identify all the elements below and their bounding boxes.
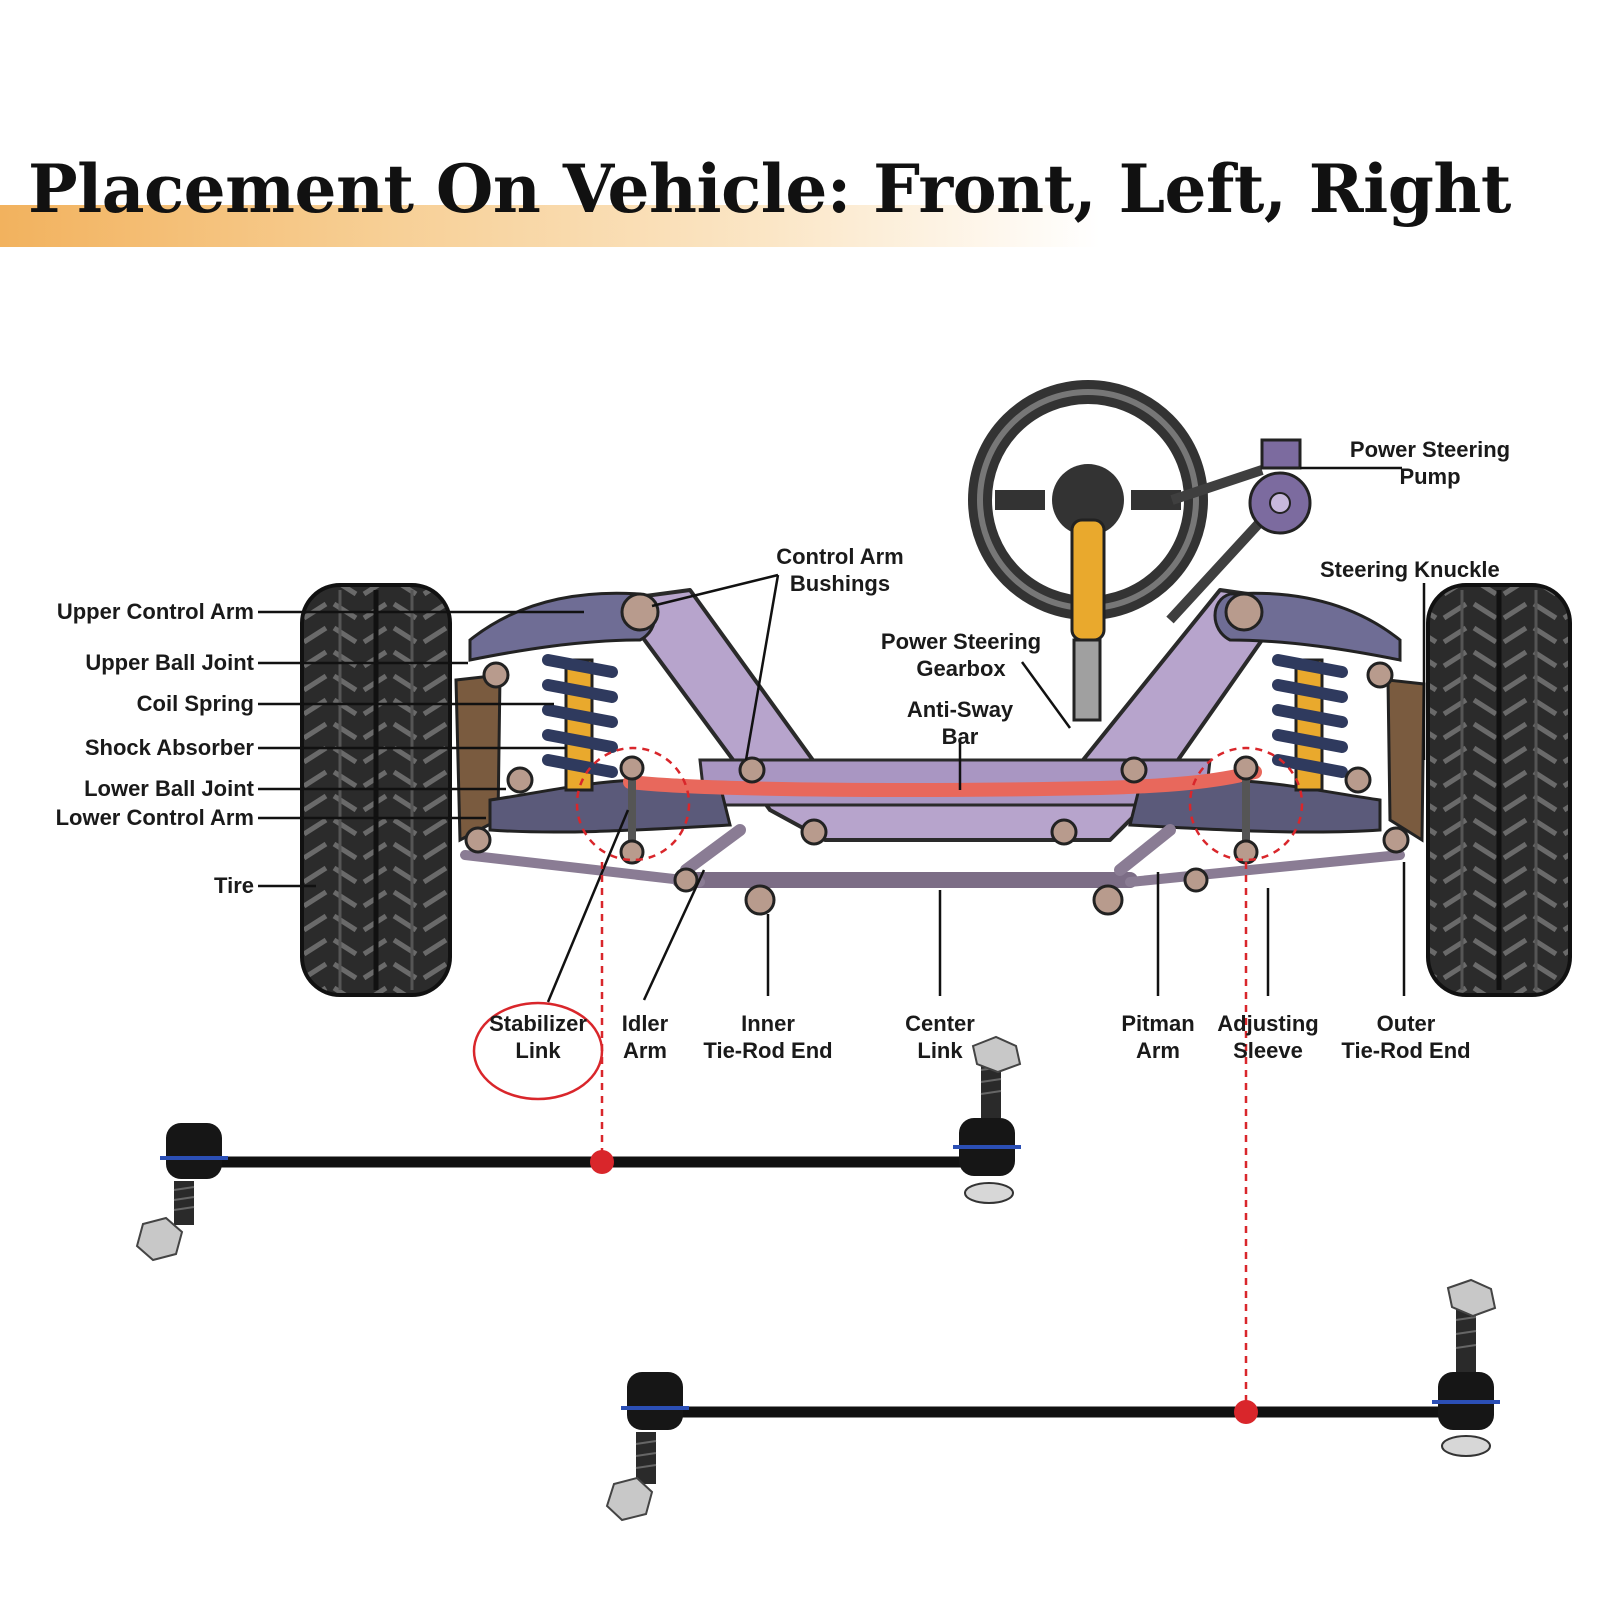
title-highlight-band <box>0 205 1100 247</box>
label-control-arm-bushings: Control Arm Bushings <box>776 544 904 596</box>
anti-sway-bar <box>623 765 1262 797</box>
coil-spring-left <box>542 654 618 778</box>
label-outer-tie-rod-end: Outer Tie-Rod End <box>1341 1011 1471 1063</box>
label-idler-arm: Idler Arm <box>621 1011 669 1063</box>
label-upper-control-arm: Upper Control Arm <box>56 599 254 624</box>
steering-column <box>1070 518 1106 642</box>
label-power-steering-pump: Power Steering Pump <box>1349 437 1511 489</box>
label-coil-spring: Coil Spring <box>136 691 254 716</box>
label-power-steering-gearbox: Power Steering Gearbox <box>880 629 1042 681</box>
label-upper-ball-joint: Upper Ball Joint <box>85 650 254 675</box>
power-steering-hose <box>1166 465 1266 624</box>
label-lower-control-arm: Lower Control Arm <box>55 805 254 830</box>
label-inner-tie-rod-end: Inner Tie-Rod End <box>703 1011 833 1063</box>
highlight-marks <box>472 746 1304 1412</box>
tie-rod-right <box>1125 850 1405 887</box>
label-pitman-arm: Pitman Arm <box>1121 1011 1195 1063</box>
label-center-link: Center Link <box>905 1011 975 1063</box>
leader-lines <box>258 466 1426 1003</box>
page-title: Placement On Vehicle: Front, Left, Right <box>28 150 1511 228</box>
label-steering-knuckle: Steering Knuckle <box>1320 557 1500 582</box>
lower-control-arm-left <box>488 778 732 834</box>
idler-arm <box>680 824 746 876</box>
label-shock-absorber: Shock Absorber <box>84 735 254 760</box>
label-anti-sway-bar: Anti-Sway Bar <box>906 697 1014 749</box>
coil-spring-right <box>1272 654 1348 778</box>
label-tire: Tire <box>214 873 254 898</box>
stabilizer-link-product-1 <box>135 1035 1022 1262</box>
label-lower-ball-joint: Lower Ball Joint <box>84 776 254 801</box>
stabilizer-link-product-2 <box>605 1278 1500 1522</box>
steering-knuckle-right <box>1386 678 1426 843</box>
label-stabilizer-link: Stabilizer Link <box>489 1011 587 1063</box>
tie-rod-left <box>460 850 705 887</box>
bushings <box>464 592 1410 916</box>
power-steering-pump <box>1248 438 1312 535</box>
tire-right <box>1426 583 1572 997</box>
pitman-arm <box>1114 824 1176 876</box>
label-adjusting-sleeve: Adjusting Sleeve <box>1217 1011 1319 1063</box>
power-steering-gearbox <box>1072 638 1102 722</box>
